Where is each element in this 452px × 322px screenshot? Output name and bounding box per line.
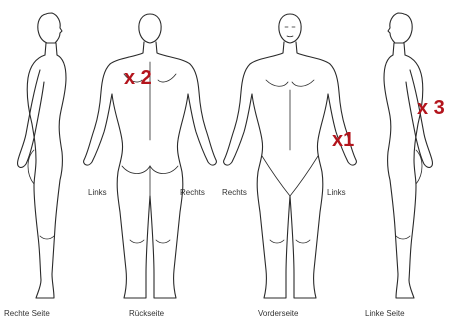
- figure-front: [224, 14, 357, 298]
- figure-right-side: [18, 13, 66, 298]
- marker-left-side-back: x 3: [417, 98, 445, 118]
- side-label-back-right: Rechts: [180, 188, 205, 197]
- marker-front-hand: x1: [332, 130, 354, 150]
- side-label-back-left: Links: [88, 188, 107, 197]
- caption-front: Vorderseite: [258, 309, 298, 318]
- side-label-front-left: Links: [327, 188, 346, 197]
- side-label-front-right: Rechts: [222, 188, 247, 197]
- marker-back-shoulder: x 2: [124, 68, 152, 88]
- caption-right-side: Rechte Seite: [4, 309, 50, 318]
- caption-left-side: Linke Seite: [365, 309, 405, 318]
- caption-back: Rückseite: [129, 309, 164, 318]
- figure-back: [84, 14, 217, 298]
- figure-left-side: [384, 13, 432, 298]
